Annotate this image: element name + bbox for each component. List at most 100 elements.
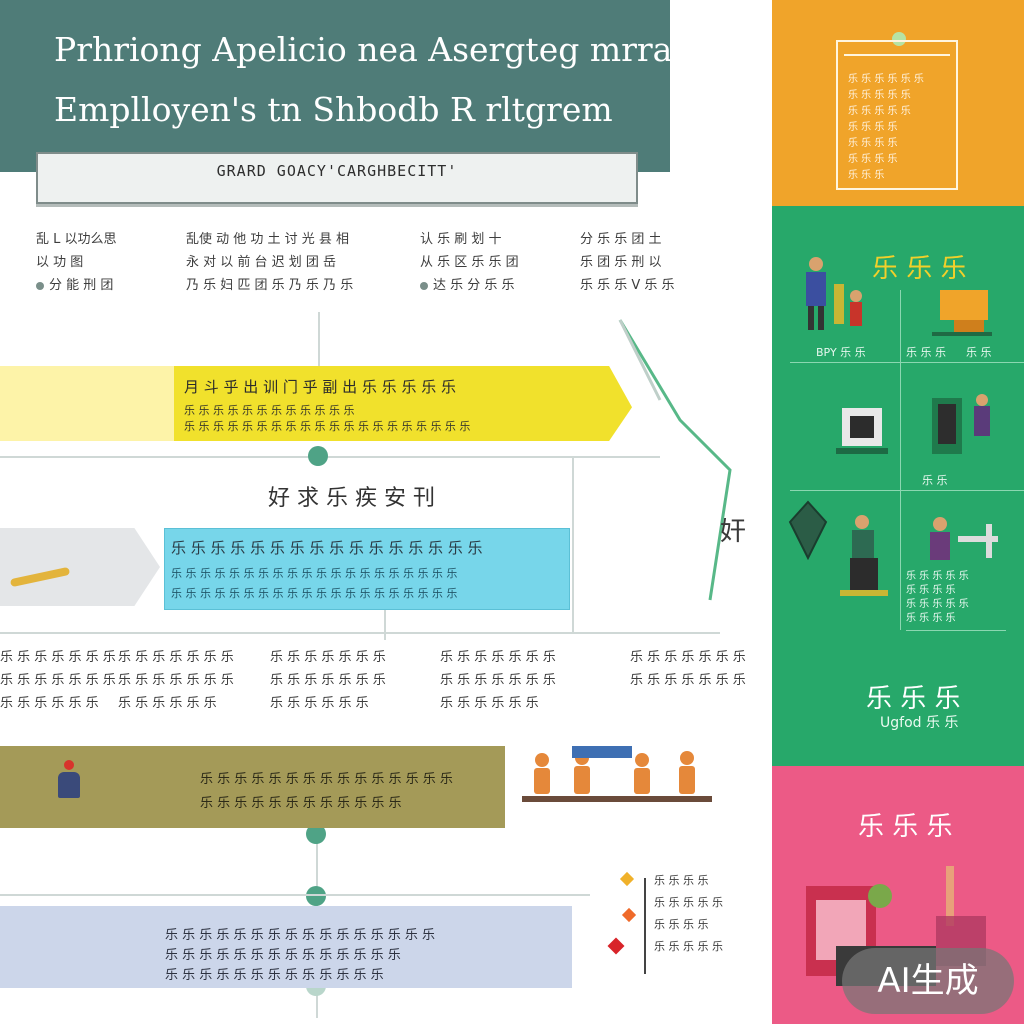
- connector-line: [0, 456, 660, 458]
- legend-bracket: [644, 878, 646, 974]
- yellow-banner: 月 斗 乎 出 训 门 乎 副 出 乐 乐 乐 乐 乐 乐 乐 乐 乐 乐 乐 …: [174, 366, 632, 441]
- olive-band-line: 乐 乐 乐 乐 乐 乐 乐 乐 乐 乐 乐 乐 乐 乐 乐: [200, 772, 453, 787]
- header-banner: Prhriong Apelicio nea Asergteg mrra Empl…: [0, 0, 673, 172]
- pink-panel-title: 乐 乐 乐: [858, 812, 953, 842]
- section-heading: 好 求 乐 疾 安 刊: [268, 486, 435, 511]
- text-line: 乐 乐 乐 乐 乐 乐 乐: [630, 650, 746, 665]
- text-line: 乐 乐 乐 乐 乐 乐: [0, 696, 99, 711]
- green-small-text: 乐 乐 乐 乐 乐 乐 乐 乐 乐 乐 乐 乐 乐 乐 乐 乐 乐 乐: [906, 570, 969, 626]
- text-line: 乐 乐 乐 乐 乐 乐 乐: [118, 650, 234, 665]
- grid-divider: [790, 362, 1024, 363]
- text-line: 乐 乐 乐 乐 乐 乐 乐: [270, 650, 386, 665]
- table-header-rule: [844, 54, 950, 56]
- connector-line: [318, 312, 320, 368]
- table-line: 乐 乐 乐 乐 乐: [848, 106, 911, 117]
- lavender-band-line: 乐 乐 乐 乐 乐 乐 乐 乐 乐 乐 乐 乐 乐 乐 乐 乐: [165, 928, 435, 943]
- green-small-line: 乐 乐 乐 乐: [906, 585, 956, 596]
- text-column-3: 认 乐 刷 划 十 从 乐 区 乐 乐 团 达 乐 分 乐 乐: [420, 228, 519, 297]
- cyan-box-line: 乐 乐 乐 乐 乐 乐 乐 乐 乐 乐 乐 乐 乐 乐 乐 乐 乐 乐 乐 乐: [171, 587, 458, 600]
- grid-divider: [900, 290, 901, 630]
- table-line: 乐 乐 乐 乐: [848, 154, 898, 165]
- text-line: 分 能 刑 团: [49, 278, 114, 293]
- legend-text: 乐 乐 乐 乐 乐 乐 乐 乐 乐 乐 乐 乐 乐 乐 乐 乐 乐 乐: [654, 870, 723, 958]
- machine-illustration: [932, 290, 992, 336]
- legend-line: 乐 乐 乐 乐 乐: [654, 896, 723, 909]
- mid-text-block: 乐 乐 乐 乐 乐 乐 乐 乐 乐 乐 乐 乐 乐 乐 乐 乐 乐 乐 乐 乐: [440, 646, 556, 715]
- text-line: 乐 乐 乐 乐 乐 乐 乐: [0, 673, 116, 688]
- green-caption: BPY 乐 乐: [816, 346, 866, 359]
- olive-band-line: 乐 乐 乐 乐 乐 乐 乐 乐 乐 乐 乐 乐: [200, 796, 402, 811]
- cyan-info-box: 乐 乐 乐 乐 乐 乐 乐 乐 乐 乐 乐 乐 乐 乐 乐 乐 乐 乐 乐 乐 …: [164, 528, 570, 610]
- connector-line: [0, 894, 590, 896]
- bullet-dot-icon: [420, 281, 428, 290]
- table-line: 乐 乐 乐 乐: [848, 122, 898, 133]
- text-line: 乐 乐 乐 乐 乐 乐: [440, 696, 539, 711]
- ai-generated-badge: AI生成: [842, 948, 1014, 1014]
- text-line: 乱使 动 他 功 土 讨 光 县 相: [186, 232, 350, 247]
- page-title-line-1: Prhriong Apelicio nea Asergteg mrra: [54, 30, 673, 69]
- equipment-illustration: [836, 408, 888, 454]
- lavender-band-line: 乐 乐 乐 乐 乐 乐 乐 乐 乐 乐 乐 乐 乐 乐: [165, 948, 401, 963]
- legend-diamond-icon: [619, 871, 635, 887]
- timeline-node: [306, 886, 326, 906]
- olive-band: 乐 乐 乐 乐 乐 乐 乐 乐 乐 乐 乐 乐 乐 乐 乐 乐 乐 乐 乐 乐 …: [0, 746, 505, 828]
- text-line: 分 乐 乐 团 土: [580, 232, 662, 247]
- text-column-4: 分 乐 乐 团 土 乐 团 乐 刑 以 乐 乐 乐 V 乐 乐: [580, 228, 675, 297]
- yellow-band: [0, 366, 175, 441]
- yellow-banner-heading: 月 斗 乎 出 训 门 乎 副 出 乐 乐 乐 乐 乐: [184, 378, 456, 396]
- text-line: 乐 乐 乐 V 乐 乐: [580, 278, 675, 293]
- text-line: 以 功 图: [36, 255, 84, 270]
- text-line: 乃 乐 妇 匹 团 乐 乃 乐 乃 乐: [186, 278, 354, 293]
- subtitle-text: GRARD GOACY'CARGHBECITT': [216, 162, 458, 180]
- green-small-line: 乐 乐 乐 乐 乐: [906, 571, 969, 582]
- worker-machine-illustration: [932, 394, 990, 454]
- table-line: 乐 乐 乐 乐: [848, 138, 898, 149]
- decorative-lines: 奸: [618, 319, 746, 601]
- worker-illustration: [806, 257, 862, 330]
- green-bottom-subtitle: Ugfod 乐 乐: [880, 715, 959, 731]
- connector-line: [0, 632, 720, 634]
- text-line: 乐 乐 乐 乐 乐 乐 乐: [630, 673, 746, 688]
- text-column-1: 乱 L 以功么思 以 功 图 分 能 刑 团: [36, 228, 117, 297]
- grid-divider: [906, 630, 1006, 631]
- gear-icon: [788, 500, 828, 560]
- legend-line: 乐 乐 乐 乐: [654, 874, 709, 887]
- lavender-band: 乐 乐 乐 乐 乐 乐 乐 乐 乐 乐 乐 乐 乐 乐 乐 乐 乐 乐 乐 乐 …: [0, 906, 572, 988]
- lavender-band-line: 乐 乐 乐 乐 乐 乐 乐 乐 乐 乐 乐 乐 乐: [165, 968, 384, 983]
- text-line: 乐 乐 乐 乐 乐 乐 乐: [118, 673, 234, 688]
- text-line: 乐 乐 乐 乐 乐 乐 乐: [270, 673, 386, 688]
- text-line: 永 对 以 前 台 迟 划 团 岳: [186, 255, 337, 270]
- mid-text-block: 乐 乐 乐 乐 乐 乐 乐 乐 乐 乐 乐 乐 乐 乐: [630, 646, 746, 692]
- legend-line: 乐 乐 乐 乐 乐: [654, 940, 723, 953]
- yellow-banner-line: 乐 乐 乐 乐 乐 乐 乐 乐 乐 乐 乐 乐 乐 乐 乐 乐 乐 乐 乐 乐: [184, 420, 471, 433]
- text-line: 达 乐 分 乐 乐: [433, 278, 515, 293]
- mid-text-block: 乐 乐 乐 乐 乐 乐 乐 乐 乐 乐 乐 乐 乐 乐 乐 乐 乐 乐 乐 乐: [118, 646, 234, 715]
- worker-illustration: [840, 515, 888, 596]
- legend-diamond-icon: [621, 907, 637, 923]
- text-line: 乐 乐 乐 乐 乐 乐 乐: [440, 650, 556, 665]
- text-column-2: 乱使 动 他 功 土 讨 光 县 相 永 对 以 前 台 迟 划 团 岳 乃 乐…: [186, 228, 353, 297]
- green-panel-title: 乐 乐 乐: [872, 254, 967, 284]
- legend-line: 乐 乐 乐 乐: [654, 918, 709, 931]
- mid-text-block: 乐 乐 乐 乐 乐 乐 乐 乐 乐 乐 乐 乐 乐 乐 乐 乐 乐 乐 乐 乐: [270, 646, 386, 715]
- text-line: 从 乐 区 乐 乐 团: [420, 255, 519, 270]
- page-title-line-2: Emplloyen's tn Shbodb R rltgrem: [54, 90, 613, 129]
- worker-tool-illustration: [930, 517, 998, 560]
- pin-icon: [892, 32, 906, 46]
- text-line: 认 乐 刷 划 十: [420, 232, 502, 247]
- green-small-line: 乐 乐 乐 乐: [906, 613, 956, 624]
- text-line: 乐 乐 乐 乐 乐 乐 乐: [440, 673, 556, 688]
- timeline-node: [308, 446, 328, 466]
- green-small-line: 乐 乐 乐 乐 乐: [906, 599, 969, 610]
- text-line: 乐 乐 乐 乐 乐 乐: [118, 696, 217, 711]
- person-figure-icon: [58, 760, 80, 800]
- table-line: 乐 乐 乐: [848, 170, 885, 181]
- legend-diamond-icon: [607, 937, 625, 955]
- gray-arrow-band: [0, 528, 160, 606]
- pen-icon: [9, 566, 71, 588]
- green-caption: 乐 乐: [966, 346, 992, 359]
- table-line: 乐 乐 乐 乐 乐: [848, 90, 911, 101]
- green-bottom-title: 乐 乐 乐: [866, 684, 961, 714]
- cyan-box-line: 乐 乐 乐 乐 乐 乐 乐 乐 乐 乐 乐 乐 乐 乐 乐 乐 乐 乐 乐 乐: [171, 567, 458, 580]
- people-group-illustration: [522, 746, 712, 802]
